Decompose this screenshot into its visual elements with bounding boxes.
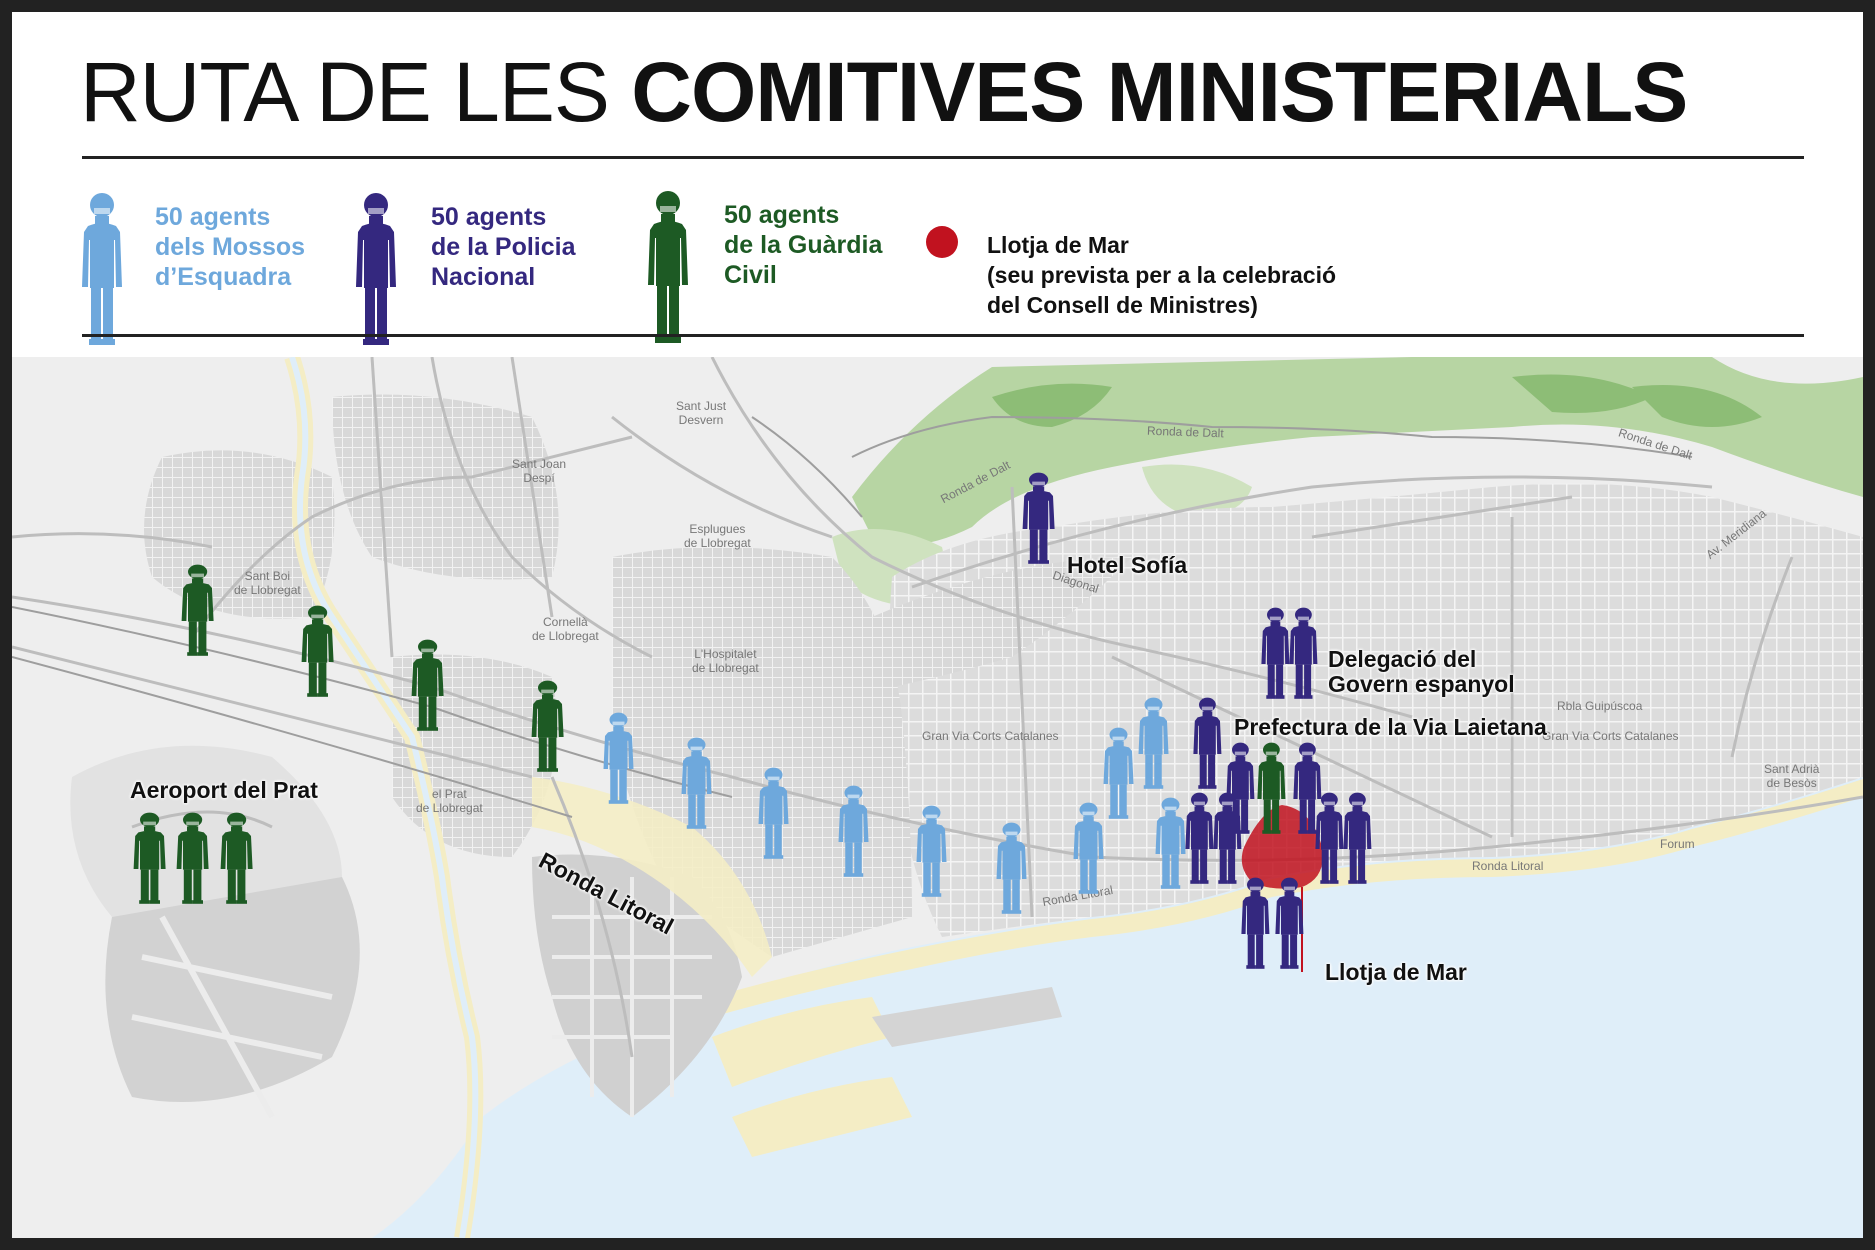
page-title: RUTA DE LES COMITIVES MINISTERIALS bbox=[80, 45, 1688, 139]
map-label-forum: Forum bbox=[1660, 837, 1695, 851]
legend-mossos bbox=[80, 192, 124, 351]
mossos-agent-icon bbox=[82, 193, 122, 345]
title-rule bbox=[82, 156, 1804, 159]
map-label-sant-boi: Sant Boi de Llobregat bbox=[234, 569, 301, 597]
legend-policia bbox=[354, 192, 398, 351]
map-label-sant-joan: Sant Joan Despí bbox=[512, 457, 567, 485]
map-label-esplugues: Esplugues de Llobregat bbox=[684, 522, 751, 550]
map-label-sant-just: Sant Just Desvern bbox=[676, 399, 727, 427]
label-hotel-sofia: Hotel Sofía bbox=[1067, 552, 1188, 578]
map-label-ronda-litoral-small: Ronda Litoral bbox=[1472, 859, 1544, 873]
map-label-rbla-guipuscoa: Rbla Guipúscoa bbox=[1557, 699, 1643, 713]
label-delegacio: Delegació del Govern espanyol bbox=[1328, 646, 1515, 697]
map-area: Sant Just Desvern Sant Joan Despí Sant B… bbox=[12, 357, 1863, 1238]
map-label-hospitalet: L'Hospitalet de Llobregat bbox=[692, 647, 759, 675]
map-label-sant-adria: Sant Adrià de Besòs bbox=[1764, 762, 1820, 790]
legend-llotja-text: Llotja de Mar (seu prevista per a la cel… bbox=[987, 232, 1337, 318]
map-label-gran-via: Gran Via Corts Catalanes bbox=[922, 729, 1059, 743]
llotja-marker-icon bbox=[926, 226, 958, 258]
legend-llotja-dot bbox=[925, 225, 959, 264]
label-llotja-de-mar: Llotja de Mar bbox=[1325, 959, 1467, 985]
infographic: RUTA DE LES COMITIVES MINISTERIALS 50 ag… bbox=[12, 12, 1863, 1238]
legend-mossos-text: 50 agents dels Mossos d’Esquadra bbox=[155, 203, 306, 291]
label-aeroport: Aeroport del Prat bbox=[130, 777, 318, 803]
guardia-agent-icon bbox=[648, 191, 688, 343]
legend-rule bbox=[82, 334, 1804, 337]
legend-guardia bbox=[646, 190, 690, 349]
map-label-gran-via-2: Gran Via Corts Catalanes bbox=[1542, 729, 1679, 743]
label-prefectura: Prefectura de la Via Laietana bbox=[1234, 714, 1547, 740]
map-label-cornella: Cornellà de Llobregat bbox=[532, 615, 599, 643]
legend-guardia-text: 50 agents de la Guàrdia Civil bbox=[724, 201, 883, 289]
policia-agent-icon bbox=[356, 193, 396, 345]
legend-policia-text: 50 agents de la Policia Nacional bbox=[431, 203, 576, 291]
basemap bbox=[12, 357, 1863, 1238]
map-label-el-prat: el Prat de Llobregat bbox=[416, 787, 483, 815]
mossos-figures bbox=[603, 697, 1186, 914]
